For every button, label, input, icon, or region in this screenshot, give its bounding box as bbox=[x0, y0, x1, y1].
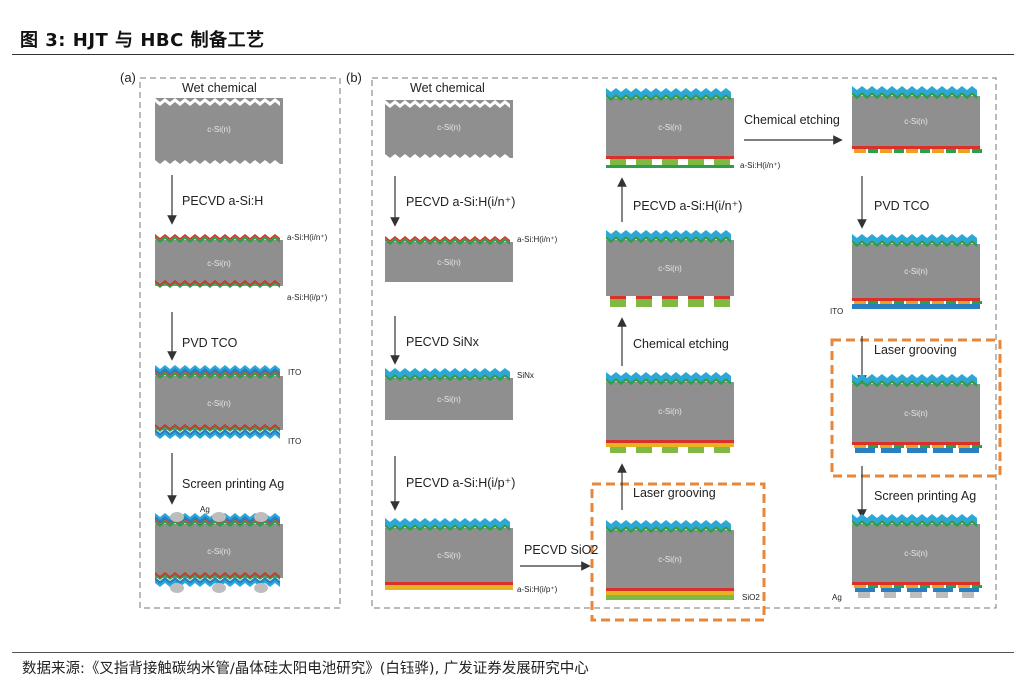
bottom-rule bbox=[12, 652, 1014, 653]
wafer-a2: c-Si(n) bbox=[155, 234, 283, 288]
wafer-a1: c-Si(n) bbox=[155, 98, 283, 168]
wafer-label: c-Si(n) bbox=[207, 399, 231, 408]
wafer-label: c-Si(n) bbox=[904, 409, 928, 418]
wafer-label: c-Si(n) bbox=[207, 547, 231, 556]
wafer-label: c-Si(n) bbox=[437, 551, 461, 560]
wafer-label: c-Si(n) bbox=[904, 549, 928, 558]
wafer-b7: c-Si(n) bbox=[606, 230, 734, 307]
label-b-asi-ip: a-Si:H(i/p⁺) bbox=[517, 585, 558, 594]
label-b-ito: ITO bbox=[830, 307, 843, 316]
label-a-ito-top: ITO bbox=[288, 368, 301, 377]
wafer-b10: c-Si(n) bbox=[852, 234, 982, 309]
source-note: 数据来源:《叉指背接触碳纳米管/晶体硅太阳电池研究》(白钰骅), 广发证券发展研… bbox=[22, 661, 589, 677]
wafer-label: c-Si(n) bbox=[904, 267, 928, 276]
step-a-wet-chemical: Wet chemical bbox=[182, 81, 257, 95]
wafer-label: c-Si(n) bbox=[207, 125, 231, 134]
label-a-ag: Ag bbox=[200, 505, 210, 514]
step-a-pecvd: PECVD a-Si:H bbox=[182, 194, 263, 208]
wafer-label: c-Si(n) bbox=[437, 258, 461, 267]
wafer-label: c-Si(n) bbox=[658, 407, 682, 416]
label-a-ito-bottom: ITO bbox=[288, 437, 301, 446]
step-b-chemical-etching-2: Chemical etching bbox=[744, 113, 840, 127]
wafer-label: c-Si(n) bbox=[904, 117, 928, 126]
wafer-a3: c-Si(n) bbox=[155, 365, 283, 439]
wafer-b12: c-Si(n) bbox=[852, 514, 982, 598]
wafer-b6: c-Si(n) bbox=[606, 372, 734, 453]
step-b-laser-grooving-1: Laser grooving bbox=[633, 486, 716, 500]
step-a-pvd: PVD TCO bbox=[182, 336, 238, 350]
label-a-asi-top: a-Si:H(i/n⁺) bbox=[287, 233, 328, 242]
wafer-label: c-Si(n) bbox=[658, 264, 682, 273]
panel-b-label: (b) bbox=[346, 70, 362, 85]
wafer-b9: c-Si(n) bbox=[852, 86, 982, 153]
step-b-pecvd-sio2: PECVD SiO2 bbox=[524, 543, 598, 557]
step-b-pecvd-in: PECVD a-Si:H(i/n⁺) bbox=[406, 195, 515, 209]
step-b-screen-printing: Screen printing Ag bbox=[874, 489, 976, 503]
label-b-ag: Ag bbox=[832, 593, 842, 602]
step-b-pecvd-ip: PECVD a-Si:H(i/p⁺) bbox=[406, 476, 515, 490]
wafer-b8: c-Si(n) bbox=[606, 88, 734, 168]
wafer-label: c-Si(n) bbox=[437, 395, 461, 404]
wafer-label: c-Si(n) bbox=[437, 123, 461, 132]
wafer-label: c-Si(n) bbox=[658, 555, 682, 564]
wafer-label: c-Si(n) bbox=[207, 259, 231, 268]
wafer-b3: c-Si(n) bbox=[385, 368, 513, 420]
wafer-b5: c-Si(n) bbox=[606, 520, 734, 600]
wafer-a4: c-Si(n) bbox=[155, 512, 283, 593]
process-diagram: (a) (b) Wet chemical c-Si(n) PECVD a-Si:… bbox=[120, 70, 1002, 622]
step-b-laser-grooving-2: Laser grooving bbox=[874, 343, 957, 357]
wafer-b1: c-Si(n) bbox=[385, 100, 513, 162]
wafer-b4: c-Si(n) bbox=[385, 518, 513, 590]
label-b-asi-in: a-Si:H(i/n⁺) bbox=[517, 235, 558, 244]
laser-grooving-highlight-2 bbox=[830, 338, 1002, 478]
wafer-b11: c-Si(n) bbox=[852, 374, 982, 453]
wafer-label: c-Si(n) bbox=[658, 123, 682, 132]
label-b-sio2: SiO2 bbox=[742, 593, 760, 602]
label-a-asi-bottom: a-Si:H(i/p⁺) bbox=[287, 293, 328, 302]
step-a-screen-printing: Screen printing Ag bbox=[182, 477, 284, 491]
top-rule bbox=[12, 54, 1014, 55]
panel-a-frame bbox=[139, 77, 341, 609]
step-b-pvd-tco: PVD TCO bbox=[874, 199, 930, 213]
wafer-b2: c-Si(n) bbox=[385, 236, 513, 282]
step-b-chemical-etching-1: Chemical etching bbox=[633, 337, 729, 351]
step-b-wet-chemical: Wet chemical bbox=[410, 81, 485, 95]
panel-a-label: (a) bbox=[120, 70, 136, 85]
label-b-sinx: SiNx bbox=[517, 371, 534, 380]
label-b-asi-in-2: a-Si:H(i/n⁺) bbox=[740, 161, 781, 170]
laser-grooving-highlight-1 bbox=[590, 482, 766, 622]
step-b-pecvd-sinx: PECVD SiNx bbox=[406, 335, 480, 349]
step-b-pecvd-in-2: PECVD a-Si:H(i/n⁺) bbox=[633, 199, 742, 213]
figure-title: 图 3: HJT 与 HBC 制备工艺 bbox=[20, 30, 265, 51]
panel-b-frame bbox=[371, 77, 997, 609]
